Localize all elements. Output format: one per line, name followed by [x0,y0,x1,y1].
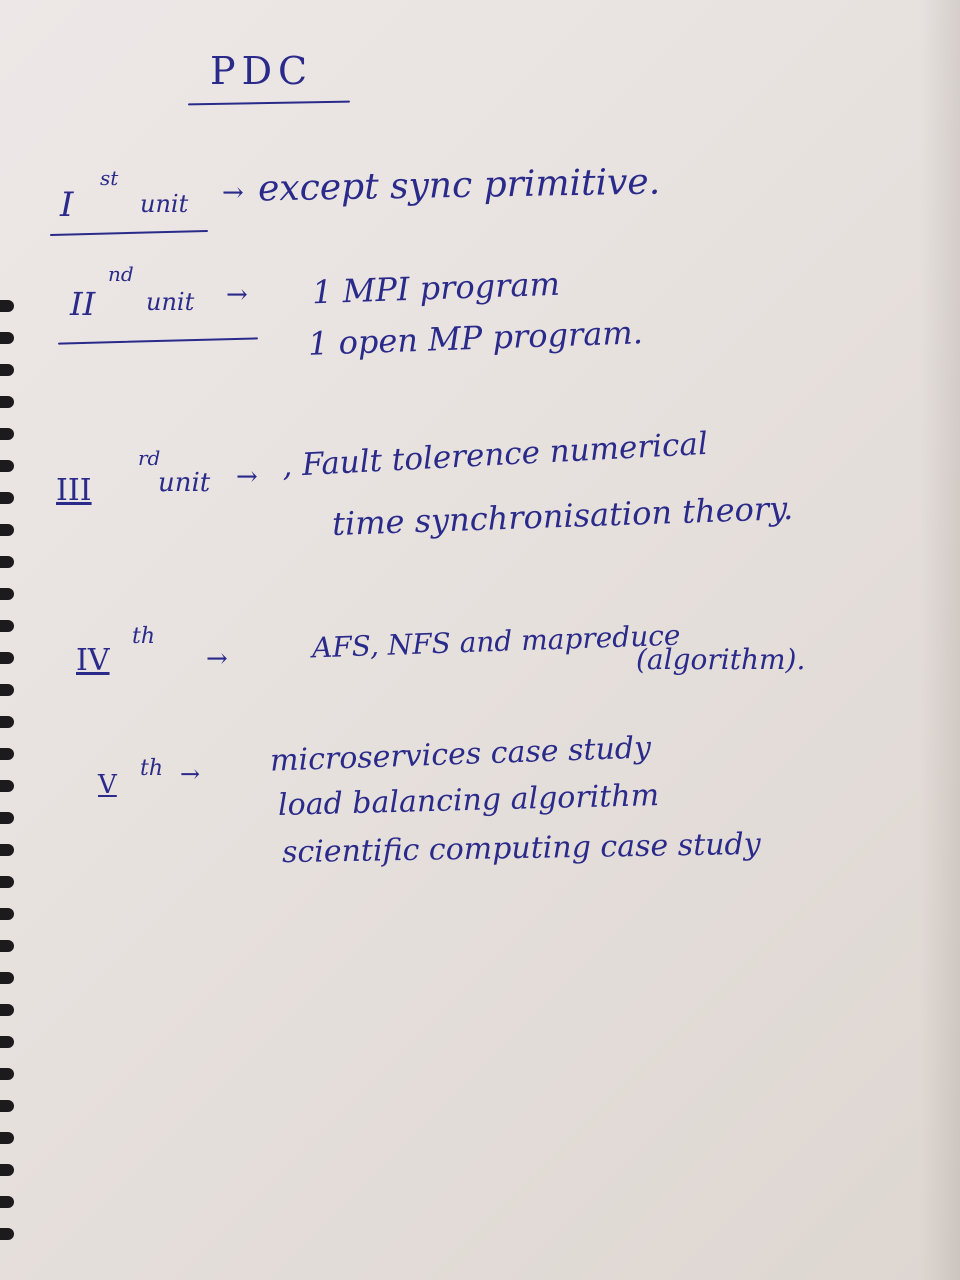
binding-hole [0,364,14,376]
binding-hole [0,940,14,952]
binding-hole [0,972,14,984]
unit-1-arrow: → [222,178,244,208]
unit-4-arrow: → [206,644,228,674]
unit-1-numeral: I [60,185,74,225]
unit-1-word: unit [140,190,189,218]
unit-3-line-1: , Fault tolerence numerical [281,425,709,485]
binding-hole [0,300,14,312]
unit-4-line-2: (algorithm). [636,643,806,676]
unit-1-line-1: except sync primitive. [257,161,661,210]
unit-2-ordinal: nd [108,262,134,286]
binding-hole [0,716,14,728]
page-title: PDC [210,49,314,93]
unit-2-underline [58,337,258,345]
binding-hole [0,1100,14,1112]
binding-hole [0,652,14,664]
unit-1-ordinal: st [100,166,119,190]
unit-3-line-2: time synchronisation theory. [331,488,794,544]
binding-hole [0,588,14,600]
binding-hole [0,428,14,440]
unit-2-line-2: 1 open MP program. [307,313,644,363]
unit-3-ordinal: rd [138,446,161,470]
binding-hole [0,332,14,344]
binding-hole [0,780,14,792]
unit-3-word: unit [158,468,211,498]
binding-hole [0,1196,14,1208]
binding-hole [0,524,14,536]
binding-hole [0,844,14,856]
unit-4-ordinal: th [132,624,156,649]
unit-4-line-1: AFS, NFS and mapreduce [311,618,681,665]
binding-hole [0,684,14,696]
title-underline [187,100,351,106]
unit-5-line-3: scientific computing case study [281,826,761,871]
unit-5-numeral: V [98,770,117,800]
binding-hole [0,1164,14,1176]
unit-2-numeral: II [70,285,96,323]
spiral-binding [0,300,22,1280]
unit-5-line-1: microservices case study [269,730,652,779]
unit-3-numeral: III [56,473,92,508]
binding-hole [0,620,14,632]
unit-2-arrow: → [226,280,248,310]
binding-hole [0,1132,14,1144]
unit-2-line-1: 1 MPI program [311,264,561,312]
binding-hole [0,1036,14,1048]
unit-4-numeral: IV [76,643,110,678]
unit-5-line-2: load balancing algorithm [277,778,660,823]
unit-3-arrow: → [236,462,258,492]
binding-hole [0,748,14,760]
unit-5-arrow: → [180,760,201,788]
binding-hole [0,876,14,888]
binding-hole [0,1004,14,1016]
unit-5-ordinal: th [140,756,164,781]
binding-hole [0,396,14,408]
binding-hole [0,1068,14,1080]
unit-1-underline [50,229,208,237]
binding-hole [0,556,14,568]
unit-2-word: unit [146,288,195,316]
binding-hole [0,492,14,504]
binding-hole [0,1228,14,1240]
page-edge-shadow [920,0,960,1280]
binding-hole [0,812,14,824]
binding-hole [0,908,14,920]
binding-hole [0,460,14,472]
